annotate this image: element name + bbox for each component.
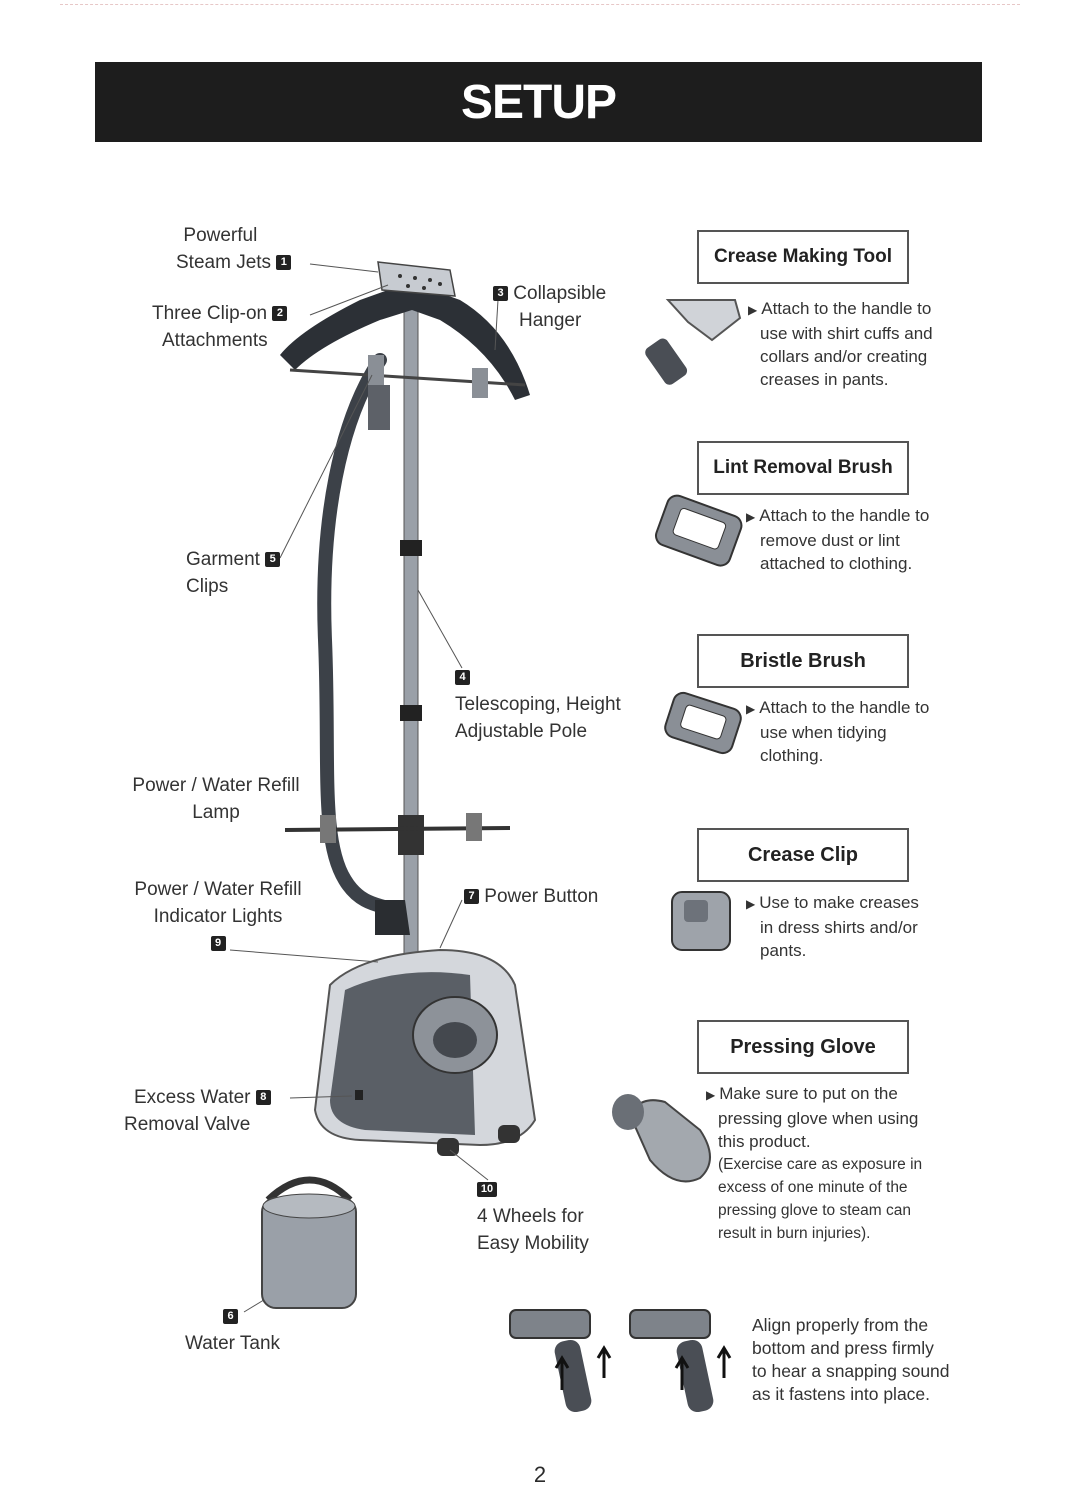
accessory-title-lint-brush: Lint Removal Brush	[697, 441, 909, 495]
hanger-clip-right	[472, 368, 488, 398]
accessory-title-crease-tool: Crease Making Tool	[697, 230, 909, 284]
label-clip-on: Three Clip-on 2 Attachments	[152, 300, 288, 354]
handle-shape	[368, 385, 390, 430]
hose-shape	[317, 353, 402, 917]
clip-left	[320, 815, 336, 843]
accessory-desc-crease-tool: ▶Attach to the handle to use with shirt …	[748, 299, 933, 389]
label-hanger: 3 Collapsible Hanger	[493, 280, 606, 334]
pole-clamp-3	[398, 815, 424, 855]
accessory-desc-bristle-brush: ▶Attach to the handle to use when tidyin…	[746, 698, 930, 765]
pole-clamp-1	[400, 540, 422, 556]
crease-clip-drawing	[671, 891, 731, 951]
accessory-desc-crease-clip: ▶Use to make creases in dress shirts and…	[746, 893, 919, 960]
label-power-button: 7 Power Button	[464, 883, 598, 910]
callout-number: 3	[493, 286, 508, 302]
hanger-clip-left	[368, 355, 384, 385]
callout-number: 2	[272, 306, 288, 322]
label-pole: 4 Telescoping, Height Adjustable Pole	[455, 670, 621, 742]
align-note: Align properly from the bottom and press…	[752, 1315, 950, 1404]
wheel	[498, 1125, 520, 1143]
top-dashed-rule	[60, 4, 1020, 5]
label-steam-jets: Powerful Steam Jets 1	[176, 222, 292, 276]
pole-shape	[403, 289, 419, 961]
callout-number: 6	[223, 1309, 238, 1325]
clip-right	[466, 813, 482, 841]
callout-number: 8	[255, 1090, 271, 1106]
page-number: 2	[533, 1462, 547, 1487]
accessory-desc-pressing-glove: ▶Make sure to put on the pressing glove …	[706, 1084, 923, 1242]
crease-tool-drawing	[645, 299, 742, 385]
page-title: SETUP	[460, 75, 617, 129]
label-indicator: Power / Water Refill Indicator Lights 9	[134, 879, 302, 952]
hanger-shape	[280, 282, 530, 400]
accessory-title-pressing-glove: Pressing Glove	[697, 1020, 909, 1074]
callout-number: 7	[464, 889, 479, 905]
label-wheels: 10 4 Wheels for Easy Mobility	[477, 1182, 589, 1254]
bristle-brush-drawing	[664, 691, 742, 755]
wheel	[437, 1138, 459, 1156]
label-garment-clips: Garment 5 Clips	[186, 546, 281, 600]
setup-banner: SETUP	[95, 62, 982, 142]
pole-clamp-2	[400, 705, 422, 721]
accessory-title-crease-clip: Crease Clip	[697, 828, 909, 882]
label-valve: Excess Water 8 Removal Valve	[124, 1084, 271, 1138]
callout-number: 10	[477, 1182, 497, 1198]
callout-number: 1	[276, 255, 292, 271]
align-attach-drawing	[509, 1309, 732, 1413]
tank-handle	[265, 1176, 353, 1203]
callout-number: 5	[265, 552, 281, 568]
pressing-glove-drawing	[612, 1094, 711, 1183]
lint-brush-drawing	[654, 494, 743, 567]
accessory-desc-lint-brush: ▶Attach to the handle to remove dust or …	[746, 506, 930, 573]
callout-number: 4	[455, 670, 470, 686]
callout-number: 9	[210, 936, 226, 952]
label-water-tank: 6 Water Tank	[185, 1309, 281, 1354]
accessory-title-bristle-brush: Bristle Brush	[697, 634, 909, 688]
label-lamp: Power / Water Refill Lamp	[132, 775, 300, 823]
